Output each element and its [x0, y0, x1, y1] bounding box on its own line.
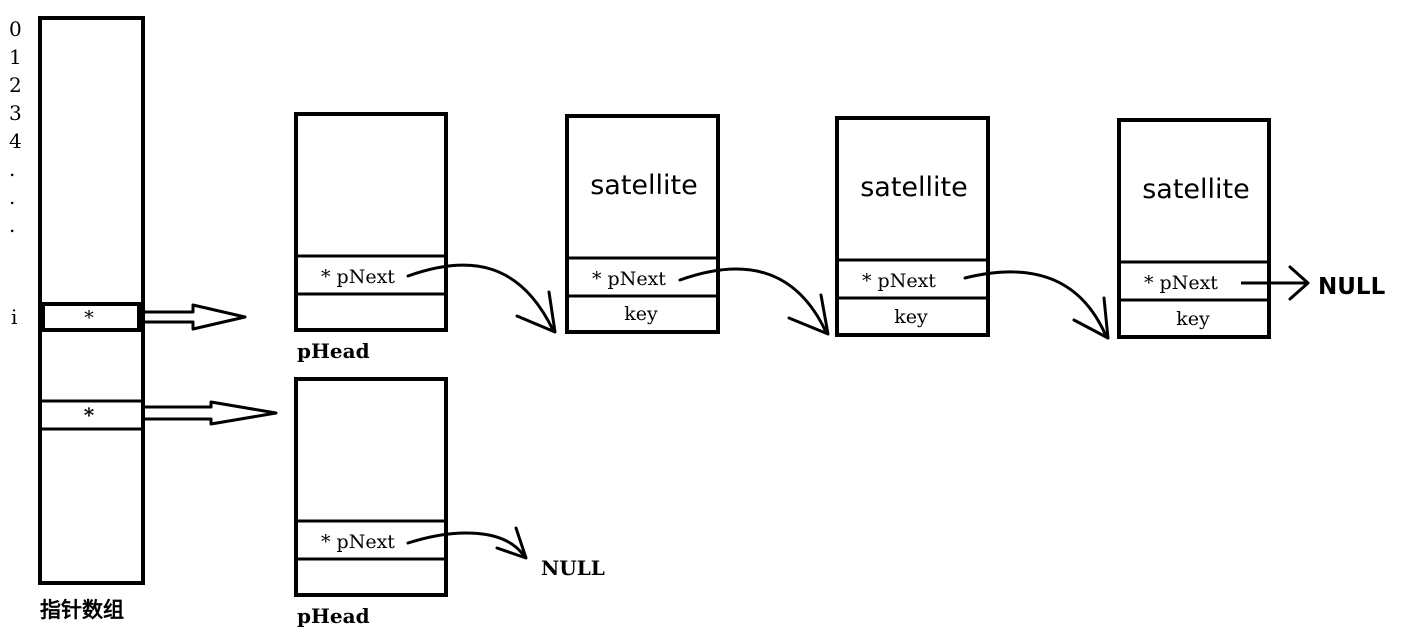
array-index-label: 4	[9, 129, 22, 153]
key-field: key	[1176, 308, 1210, 330]
upper-head-node: * pNext pHead	[294, 112, 448, 363]
pointer-array-column	[38, 16, 145, 585]
phead-caption: pHead	[297, 339, 370, 363]
null-label: NULL	[1318, 274, 1386, 300]
chain-node: satellite * pNext key	[565, 114, 720, 334]
next-pointer-arrow	[406, 263, 555, 332]
pnext-field: * pNext	[1144, 272, 1218, 294]
pnext-field: * pNext	[862, 270, 936, 292]
array-index-label: .	[9, 213, 15, 237]
pnext-field: * pNext	[321, 531, 395, 553]
pointer-array: * * 指针数组	[38, 16, 145, 622]
chain-node: satellite * pNext key	[835, 116, 990, 337]
next-pointer-arrow	[963, 270, 1108, 338]
array-index-label: 1	[9, 45, 22, 69]
pointer-array-slot-i	[41, 302, 141, 332]
array-index-label: 3	[9, 101, 22, 125]
array-to-head-arrow	[141, 400, 278, 426]
key-field: key	[624, 303, 658, 325]
array-to-head-arrow	[141, 303, 247, 331]
pnext-field: * pNext	[592, 268, 666, 290]
array-index-label: .	[9, 157, 15, 181]
null-label: NULL	[541, 556, 605, 580]
pointer-array-caption: 指针数组	[40, 598, 124, 622]
next-pointer-arrow	[406, 531, 526, 558]
satellite-field: satellite	[590, 170, 698, 201]
key-field: key	[894, 306, 928, 328]
pointer-slot-symbol: *	[84, 403, 95, 427]
array-index-labels: 0 1 2 3 4 . . . i	[9, 17, 22, 329]
phead-caption: pHead	[297, 604, 370, 628]
satellite-field: satellite	[860, 172, 968, 203]
next-pointer-arrow	[678, 267, 828, 334]
satellite-field: satellite	[1142, 174, 1250, 205]
pointer-slot-symbol: *	[84, 307, 94, 329]
pnext-field: * pNext	[321, 266, 395, 288]
chain-node: satellite * pNext key	[1117, 118, 1271, 339]
lower-head-node: * pNext pHead	[294, 377, 448, 628]
array-index-label: 2	[9, 73, 22, 97]
array-index-label: 0	[9, 17, 22, 41]
array-index-label: .	[9, 185, 15, 209]
array-index-label: i	[11, 305, 17, 329]
next-pointer-arrows	[406, 263, 1310, 340]
